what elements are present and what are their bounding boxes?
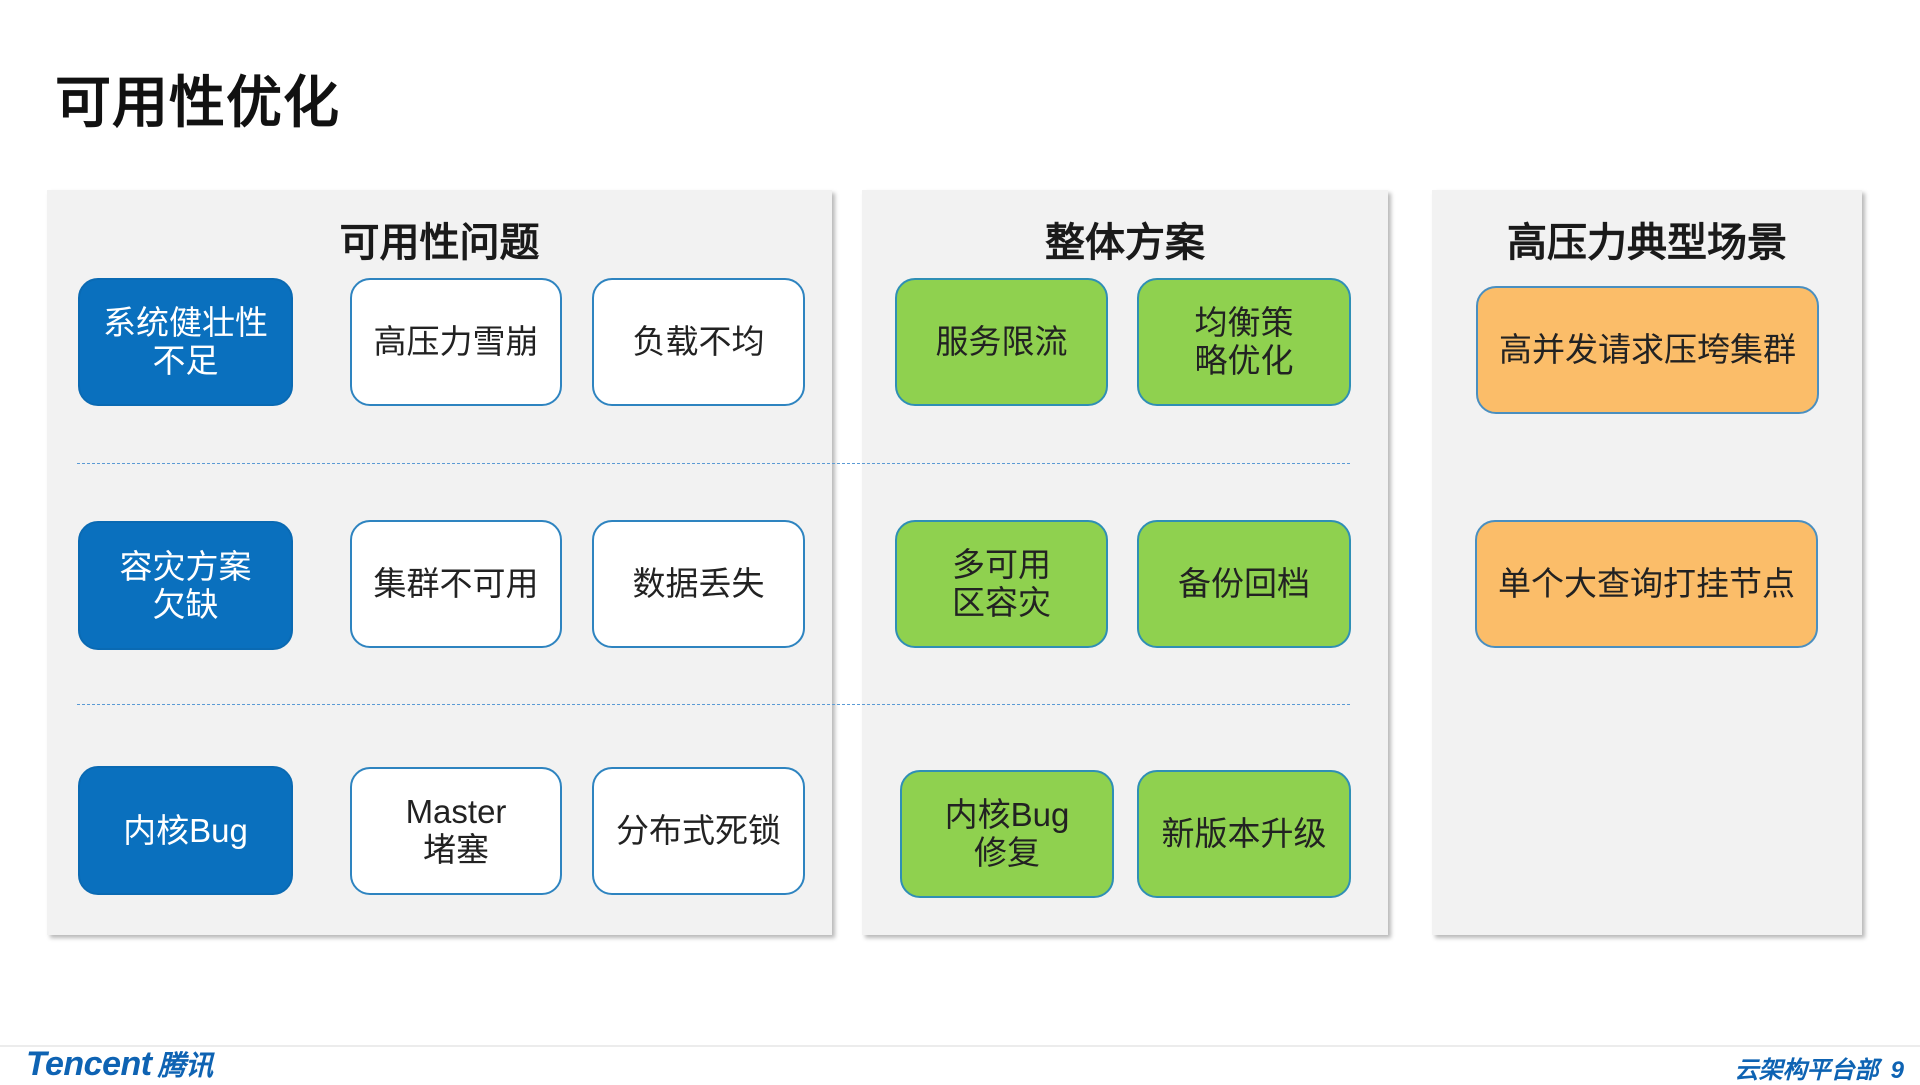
row-divider xyxy=(77,463,1350,464)
problem-box: 集群不可用 xyxy=(350,520,562,648)
page-title: 可用性优化 xyxy=(55,71,340,134)
solution-box: 服务限流 xyxy=(895,278,1108,406)
scenario-box: 单个大查询打挂节点 xyxy=(1475,520,1818,648)
solution-box: 备份回档 xyxy=(1137,520,1351,648)
solution-box: 均衡策 略优化 xyxy=(1137,278,1351,406)
solution-box: 多可用 区容灾 xyxy=(895,520,1108,648)
category-box-kernel-bug: 内核Bug xyxy=(78,766,293,895)
solution-panel: 整体方案 服务限流 均衡策 略优化 多可用 区容灾 备份回档 内核Bug 修复 … xyxy=(862,190,1388,935)
logo-cn-text: 腾讯 xyxy=(157,1050,214,1081)
logo-text: Tencent xyxy=(26,1045,152,1083)
problem-box: 高压力雪崩 xyxy=(350,278,562,406)
footer-divider xyxy=(0,1045,1920,1047)
solution-box: 新版本升级 xyxy=(1137,770,1351,898)
solution-box: 内核Bug 修复 xyxy=(900,770,1114,898)
category-box-robustness: 系统健壮性 不足 xyxy=(78,278,293,406)
page-number: 9 xyxy=(1890,1057,1904,1084)
scenario-panel-title: 高压力典型场景 xyxy=(1507,221,1787,265)
problem-box: Master 堵塞 xyxy=(350,767,562,895)
problem-box: 数据丢失 xyxy=(592,520,805,648)
problem-box: 分布式死锁 xyxy=(592,767,805,895)
problems-panel-title: 可用性问题 xyxy=(339,221,540,265)
scenario-box: 高并发请求压垮集群 xyxy=(1476,286,1819,414)
row-divider xyxy=(77,704,1350,705)
problem-box: 负载不均 xyxy=(592,278,805,406)
category-box-disaster-recovery: 容灾方案 欠缺 xyxy=(78,521,293,650)
problems-panel: 可用性问题 系统健壮性 不足 高压力雪崩 负载不均 容灾方案 欠缺 集群不可用 … xyxy=(47,190,832,935)
scenario-panel: 高压力典型场景 高并发请求压垮集群 单个大查询打挂节点 xyxy=(1432,190,1862,935)
solution-panel-title: 整体方案 xyxy=(1045,221,1205,265)
